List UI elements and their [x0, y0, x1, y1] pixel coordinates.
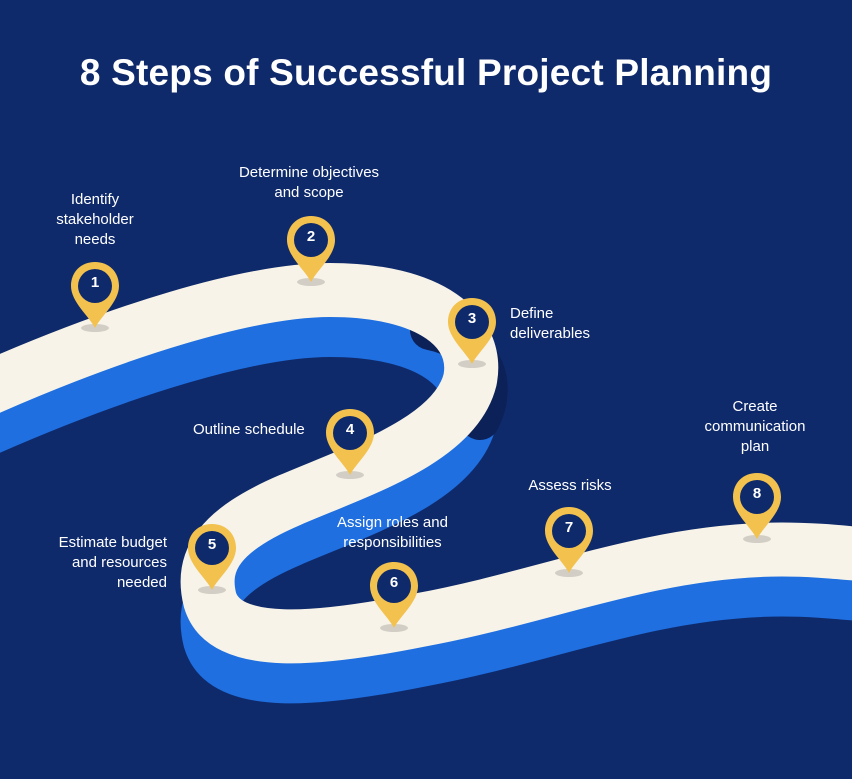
step-3-label: Define deliverables: [510, 305, 591, 342]
map-pin-icon: [188, 524, 236, 594]
step-1-number: 1: [90, 274, 100, 291]
step-8-label: Create communication plan: [704, 398, 806, 455]
step-5-label: Estimate budget and resources needed: [58, 534, 167, 591]
map-pin-icon: [326, 409, 374, 479]
step-7-label: Assess risks: [528, 477, 612, 494]
step-5-pin: 5: [186, 522, 238, 596]
step-2-label: Determine objectives and scope: [238, 164, 380, 201]
map-pin-icon: [287, 216, 335, 286]
step-2-pin: 2: [285, 214, 337, 288]
step-4-pin: 4: [324, 407, 376, 481]
step-4-label: Outline schedule: [193, 421, 305, 438]
step-8-pin: 8: [731, 471, 783, 545]
map-pin-icon: [545, 507, 593, 577]
road-top: [0, 263, 852, 664]
step-4-number: 4: [345, 421, 355, 438]
map-pin-icon: [448, 298, 496, 368]
step-3-number: 3: [467, 310, 477, 327]
step-1-pin: 1: [69, 260, 121, 334]
step-6-label: Assign roles and responsibilities: [337, 514, 448, 551]
step-6-number: 6: [389, 574, 399, 591]
step-2-number: 2: [306, 228, 316, 245]
step-3-pin: 3: [446, 296, 498, 370]
step-7-pin: 7: [543, 505, 595, 579]
map-pin-icon: [71, 262, 119, 332]
page-title: 8 Steps of Successful Project Planning: [79, 52, 773, 93]
step-8-number: 8: [752, 485, 762, 502]
step-6-pin: 6: [368, 560, 420, 634]
road-side: [0, 303, 852, 704]
step-7-number: 7: [564, 519, 574, 536]
step-1-label: Identify stakeholder needs: [56, 191, 134, 248]
map-pin-icon: [733, 473, 781, 543]
step-5-number: 5: [207, 536, 217, 553]
map-pin-icon: [370, 562, 418, 632]
